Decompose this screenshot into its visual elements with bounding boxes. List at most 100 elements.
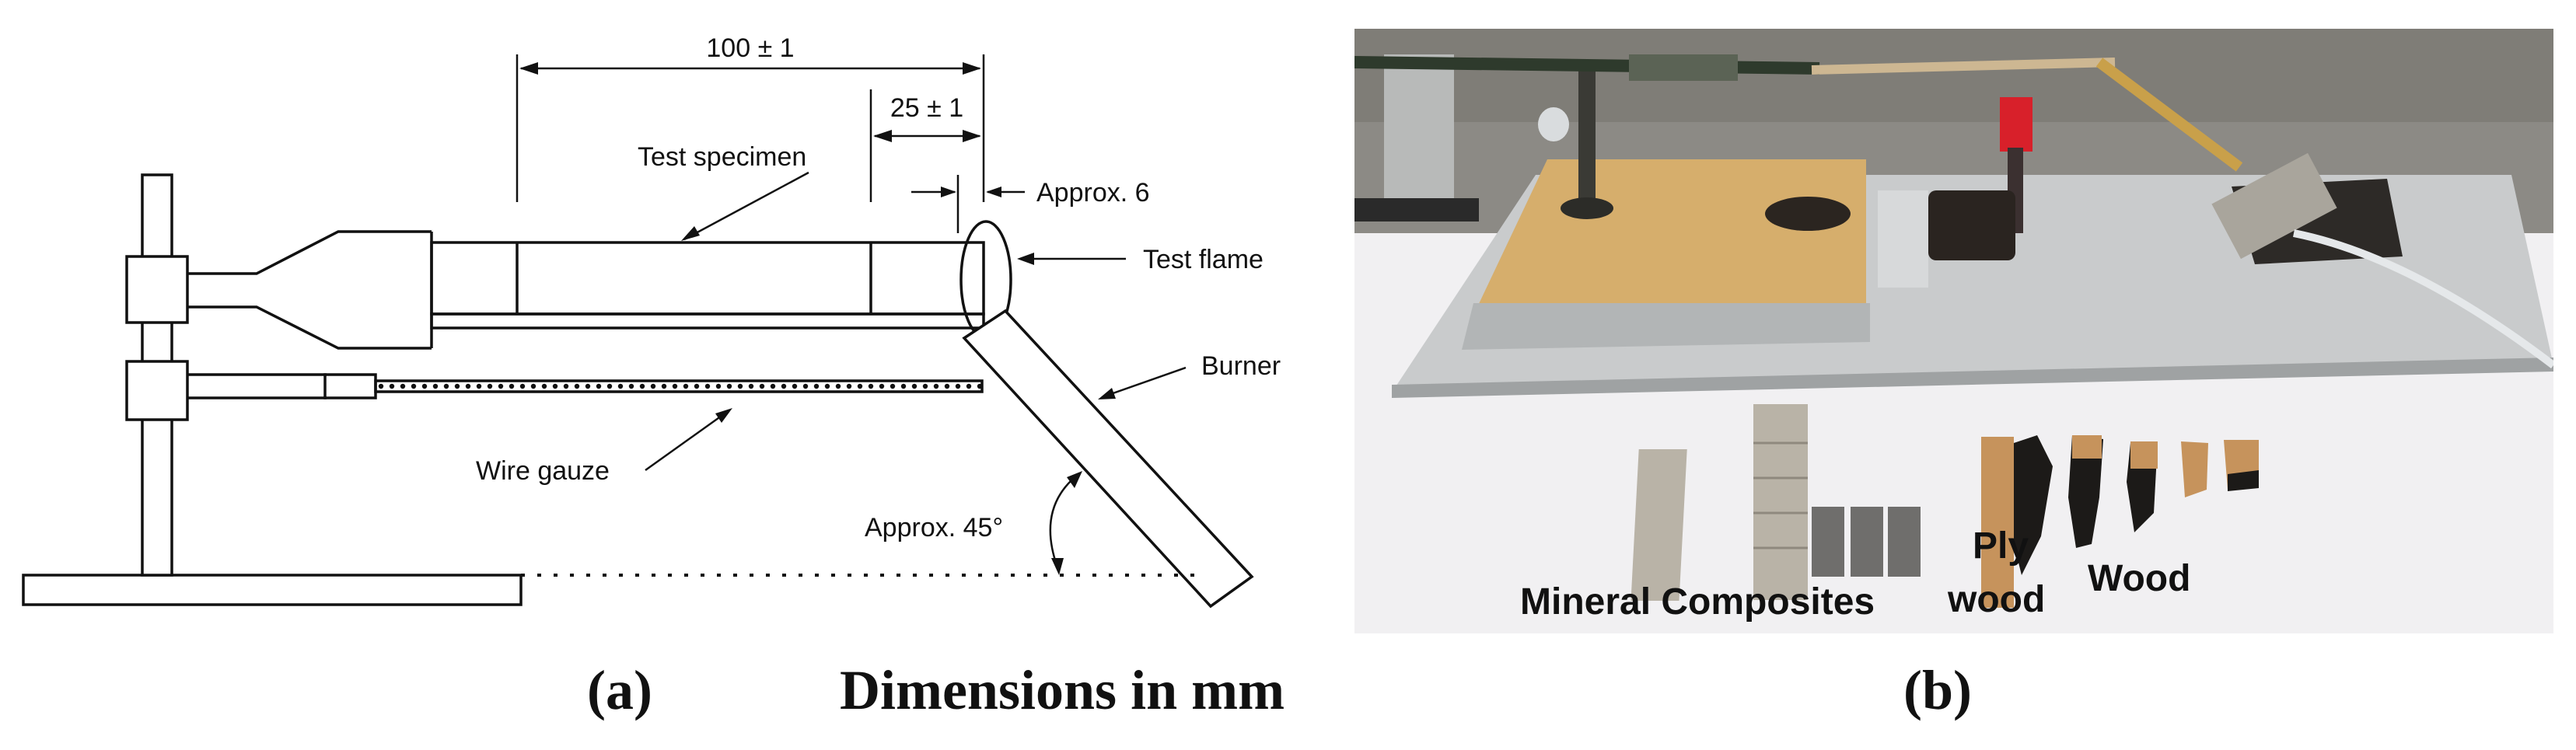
gauze-dot <box>585 383 591 389</box>
gap-arrow-right <box>986 187 1001 197</box>
gauze-dot <box>541 383 547 389</box>
gauze-dot <box>650 383 656 389</box>
gauze-dot <box>639 383 645 389</box>
gauze-dot <box>955 383 961 389</box>
gauze-rod <box>187 373 327 399</box>
gauze-dot <box>661 383 667 389</box>
gauze-dot <box>792 383 798 389</box>
gauze-dot <box>977 383 983 389</box>
photo-label-wood: Wood <box>2088 558 2190 599</box>
gauze-dot <box>922 383 928 389</box>
gauze-dot <box>498 383 504 389</box>
photo-burn-mark <box>1765 197 1851 231</box>
gauze-leader <box>645 410 728 472</box>
angle-label: Approx. 45° <box>865 513 1003 542</box>
gauze-dot <box>552 383 558 389</box>
gauze-dot <box>411 383 417 389</box>
caption-a: (a) <box>587 659 652 721</box>
panel-a-schematic: 100 ± 1 25 ± 1 Approx. 6 Test specimen T… <box>22 33 1281 609</box>
caption-b: (b) <box>1903 659 1972 721</box>
test-specimen <box>430 241 985 316</box>
panel-b-photo: Mineral Composites Ply wood Wood <box>1354 29 2553 633</box>
gauze-dot <box>857 383 863 389</box>
dim-100-label: 100 ± 1 <box>706 33 794 63</box>
gauze-dot <box>715 383 722 389</box>
gauze-dot <box>694 383 700 389</box>
gauze-dot <box>487 383 493 389</box>
burner-leader <box>1103 366 1187 398</box>
photo-burner-plate <box>2211 152 2337 260</box>
gauze-dot <box>966 383 972 389</box>
gauze-dot <box>704 383 711 389</box>
gauze-dot <box>879 383 885 389</box>
gauze-dot <box>454 383 460 389</box>
photo-wall-shade <box>1354 29 2553 122</box>
gauze-dot <box>563 383 569 389</box>
photo-label-ply: Ply <box>1973 525 2029 567</box>
burner <box>962 309 1254 609</box>
dim-25-arrow-right <box>963 130 981 142</box>
specimen-leader <box>683 171 809 241</box>
photo-clamp-block <box>1629 54 1738 81</box>
gauze-dot <box>509 383 515 389</box>
gauze-dot <box>574 383 580 389</box>
gauze-dot <box>770 383 776 389</box>
photo-osb-frame <box>1462 303 1870 350</box>
photo-osb-board <box>1477 159 1866 307</box>
gauze-dot <box>530 383 537 389</box>
wire-gauze-dots <box>378 383 983 389</box>
gauze-dot <box>802 383 809 389</box>
gauze-dot <box>421 383 428 389</box>
gauze-dot <box>400 383 406 389</box>
specimen-leader-arrow <box>681 226 700 241</box>
gauze-dot <box>432 383 439 389</box>
gauze-dot <box>911 383 918 389</box>
photo-composite-1 <box>1812 507 1844 577</box>
photo-vertical-rod <box>1578 62 1596 210</box>
photo-specimen-bar <box>1811 58 2116 75</box>
gauze-dot <box>683 383 689 389</box>
photo-burner-tube <box>2095 58 2243 172</box>
stand-base <box>22 574 523 606</box>
gauze-dot <box>726 383 732 389</box>
gauze-dot <box>628 383 634 389</box>
photo-clamp-disc <box>1538 107 1569 141</box>
photo-composite-2 <box>1851 507 1883 577</box>
gauze-dot <box>748 383 754 389</box>
photo-tray-front-edge <box>1392 358 2553 398</box>
flame-leader-arrow <box>1017 253 1034 265</box>
gauze-dot <box>900 383 907 389</box>
photo-stand-upright <box>1384 54 1454 206</box>
gauze-dot <box>443 383 449 389</box>
photo-plywood-char <box>2014 435 2053 575</box>
gauze-dot <box>813 383 820 389</box>
gauze-label: Wire gauze <box>476 456 610 486</box>
photo-wood-sample-1-top <box>2072 435 2102 459</box>
gauze-dot <box>824 383 830 389</box>
gauze-dot <box>617 383 624 389</box>
gauze-dot <box>465 383 471 389</box>
lower-clamp <box>125 360 189 421</box>
dim-25-label: 25 ± 1 <box>890 93 963 123</box>
dim-25-arrow-left <box>873 130 892 142</box>
gap-arrow-left <box>941 187 956 197</box>
gauze-dot <box>378 383 384 389</box>
dim-100-arrow-right <box>963 62 981 75</box>
angle-arrow-bottom <box>1051 558 1064 575</box>
photo-mineral-strip-2 <box>1753 404 1808 600</box>
specimen-holder <box>187 230 432 350</box>
photo-label-plywood: wood <box>1947 579 2045 620</box>
gauze-dot <box>846 383 852 389</box>
gauze-dot <box>737 383 743 389</box>
upper-clamp <box>125 255 189 324</box>
photo-label-mineral-composites: Mineral Composites <box>1520 581 1875 623</box>
photo-red-clip <box>2000 97 2032 152</box>
gauze-dot <box>835 383 841 389</box>
caption-dimensions: Dimensions in mm <box>840 659 1285 721</box>
gauze-dot <box>890 383 896 389</box>
photo-composite-3 <box>1888 507 1921 577</box>
photo-wood-sample-4-char <box>2228 470 2259 491</box>
gap-label: Approx. 6 <box>1036 178 1150 208</box>
photo-metal-channel <box>1878 190 1928 288</box>
burner-label: Burner <box>1201 351 1281 381</box>
